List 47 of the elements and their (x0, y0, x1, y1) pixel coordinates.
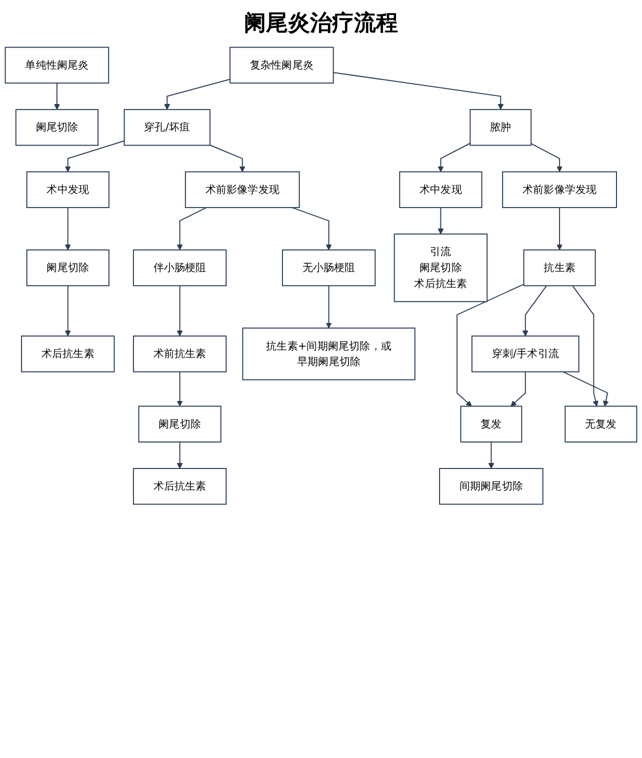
node-box: 穿刺/手术引流 (471, 336, 580, 372)
node-box: 复杂性阑尾炎 (230, 46, 334, 84)
arrow (326, 285, 332, 328)
arrow (209, 144, 246, 172)
arrow (292, 207, 332, 250)
node-box: 术后抗生素 (132, 468, 227, 505)
arrow (332, 72, 504, 110)
node-box: 术前抗生素 (132, 336, 227, 372)
node-box: 脓肿 (470, 109, 532, 146)
node-box: 抗生素 (523, 249, 596, 286)
arrow (176, 441, 183, 469)
node-box: 引流 阑尾切除 术后抗生素 (394, 234, 488, 302)
node-box: 无复发 (564, 406, 638, 442)
arrow (530, 143, 562, 172)
arrow (556, 207, 562, 250)
arrow (176, 285, 183, 336)
node-box: 术前影像学发现 (184, 171, 300, 208)
arrow (64, 207, 71, 250)
node-box: 抗生素+间期阑尾切除，或早期阑尾切除 (242, 328, 416, 380)
node-box: 阑尾切除 (26, 249, 110, 286)
node-box: 间期阑尾切除 (439, 468, 544, 505)
arrow (176, 207, 207, 250)
diagram-title: 阑尾炎治疗流程 (243, 10, 399, 38)
arrow (164, 78, 231, 110)
arrow (488, 441, 494, 469)
arrow (510, 371, 526, 406)
arrow (522, 285, 548, 336)
node-box: 复发 (460, 406, 522, 442)
arrow (64, 140, 125, 172)
node-box: 术后抗生素 (21, 336, 115, 372)
node-box: 单纯性阑尾炎 (4, 46, 110, 84)
arrow (64, 285, 71, 336)
arrow (54, 82, 60, 110)
arrow (572, 285, 598, 406)
node-box: 伴小肠梗阻 (132, 249, 227, 286)
node-box: 阑尾切除 (15, 109, 99, 146)
arrow (438, 207, 444, 234)
node-box: 阑尾切除 (138, 406, 222, 442)
node-box: 术中发现 (26, 171, 110, 208)
node-box: 术中发现 (399, 171, 482, 208)
arrow (438, 142, 471, 172)
node-box: 无小肠梗阻 (282, 249, 376, 286)
arrow (176, 371, 183, 406)
node-box: 穿孔/坏疽 (124, 109, 210, 146)
arrow (456, 284, 524, 406)
arrow (562, 371, 609, 406)
node-box: 术前影像学发现 (502, 171, 617, 208)
